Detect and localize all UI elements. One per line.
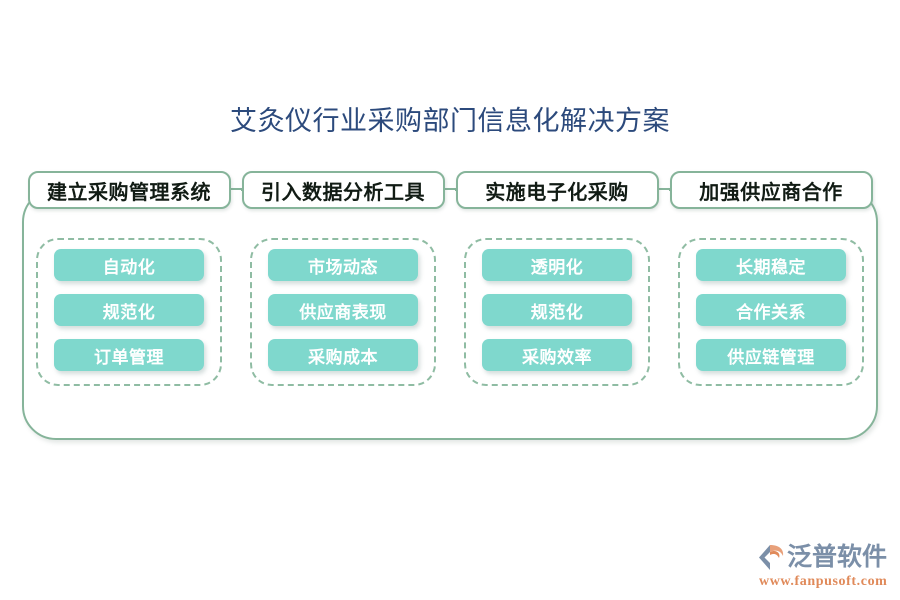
logo-wordmark-row: 泛普软件 [757,543,892,573]
page-title: 艾灸仪行业采购部门信息化解决方案 [230,106,670,136]
header-cell-4: 加强供应商合作 [664,170,878,210]
fanpu-arrow-swoosh-icon [757,544,787,572]
group-cell-2: 市场动态 供应商表现 采购成本 [236,238,450,386]
logo-url: www.fanpusoft.com [759,574,888,589]
header-box-3[interactable]: 实施电子化采购 [455,171,659,209]
item-pill-label: 供应链管理 [727,347,815,367]
item-pill[interactable]: 透明化 [482,249,632,281]
header-box-2[interactable]: 引入数据分析工具 [241,171,445,209]
item-pill[interactable]: 规范化 [482,294,632,326]
header-box-1[interactable]: 建立采购管理系统 [27,171,231,209]
header-cell-3: 实施电子化采购 [450,170,664,210]
item-pill[interactable]: 采购成本 [268,339,418,371]
item-pill[interactable]: 订单管理 [54,339,204,371]
header-cell-1: 建立采购管理系统 [22,170,236,210]
item-pill[interactable]: 采购效率 [482,339,632,371]
group-cell-3: 透明化 规范化 采购效率 [450,238,664,386]
item-pill-label: 规范化 [102,302,156,322]
item-pill-label: 长期稳定 [736,257,806,277]
header-label-4: 加强供应商合作 [699,181,843,204]
header-label-1: 建立采购管理系统 [47,181,211,204]
logo-wordmark: 泛普软件 [787,544,888,571]
header-cell-2: 引入数据分析工具 [236,170,450,210]
group-cell-1: 自动化 规范化 订单管理 [22,238,236,386]
item-pill-label: 规范化 [530,302,584,322]
brand-logo: 泛普软件 www.fanpusoft.com [757,543,892,591]
item-pill[interactable]: 供应商表现 [268,294,418,326]
item-pill-label: 合作关系 [736,302,806,322]
dashed-group-2: 市场动态 供应商表现 采购成本 [250,238,436,386]
item-pill-label: 透明化 [530,257,584,277]
item-pill-label: 自动化 [102,257,156,277]
item-pill[interactable]: 合作关系 [696,294,846,326]
item-pill[interactable]: 长期稳定 [696,249,846,281]
item-pill[interactable]: 市场动态 [268,249,418,281]
item-pill-label: 订单管理 [94,347,164,367]
dashed-group-4: 长期稳定 合作关系 供应链管理 [678,238,864,386]
header-label-3: 实施电子化采购 [485,181,629,204]
group-cell-4: 长期稳定 合作关系 供应链管理 [664,238,878,386]
header-box-4[interactable]: 加强供应商合作 [669,171,873,209]
header-label-2: 引入数据分析工具 [261,181,425,204]
groups-row: 自动化 规范化 订单管理 市场动态 供应商表现 采购成本 透明化 [22,238,878,386]
item-pill-label: 采购效率 [522,347,592,367]
dashed-group-1: 自动化 规范化 订单管理 [36,238,222,386]
header-row: 建立采购管理系统 引入数据分析工具 实施电子化采购 加强供应商合作 [22,170,878,210]
item-pill-label: 采购成本 [308,347,378,367]
item-pill-label: 市场动态 [308,257,378,277]
item-pill[interactable]: 自动化 [54,249,204,281]
item-pill-label: 供应商表现 [299,302,387,322]
item-pill[interactable]: 规范化 [54,294,204,326]
item-pill[interactable]: 供应链管理 [696,339,846,371]
dashed-group-3: 透明化 规范化 采购效率 [464,238,650,386]
